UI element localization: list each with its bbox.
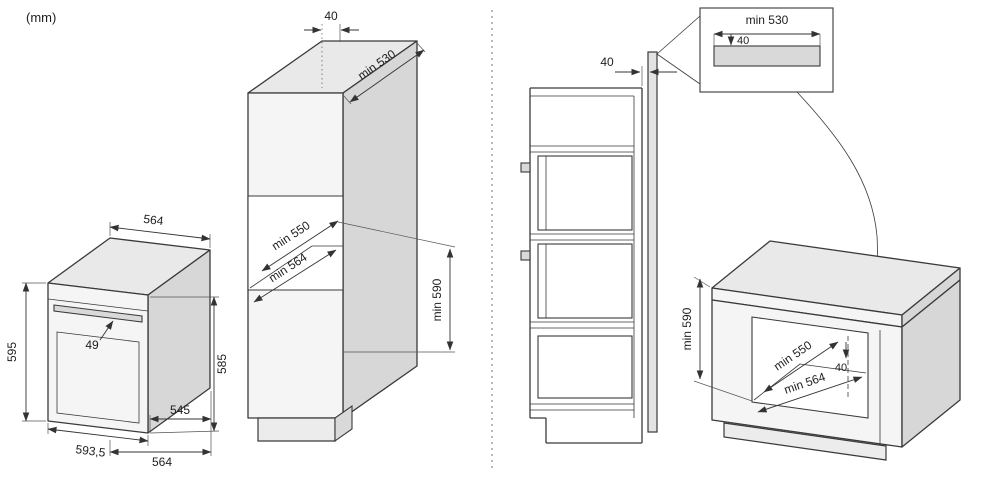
detail-rear-gap-label: 40	[737, 35, 749, 47]
oven-front-face	[47, 282, 149, 434]
oven-depth-total-label: 593,5	[75, 442, 107, 460]
oven-height-left-label: 595	[5, 342, 19, 362]
base-rear-gap-label: 40	[835, 362, 847, 374]
oven-width-top-label: 564	[143, 212, 165, 228]
cabinet-plinth	[257, 417, 336, 442]
cabinet-niche-height-label: min 590	[430, 278, 444, 321]
tall-cabinet-section: 40	[520, 51, 677, 444]
callout-leader-lines	[656, 15, 701, 85]
unit-label: (mm)	[26, 10, 56, 25]
section-lower-compartment	[537, 335, 633, 399]
oven-control-panel-line	[47, 298, 149, 312]
oven-depth-body-label: 545	[170, 403, 190, 417]
appliance-2-handle	[520, 250, 531, 261]
section-inner-panels	[530, 95, 635, 418]
appliance-1-handle	[520, 162, 531, 173]
base-right-face	[901, 279, 961, 448]
oven-height-right-label: 585	[215, 354, 229, 374]
base-cabinet-isometric: min 590 min 550 40 min 564	[680, 240, 961, 461]
detail-top-depth-label: min 530	[746, 13, 789, 27]
wall-section	[647, 51, 658, 433]
tall-cabinet-isometric: 40 min 530 min 550 min 564 min 590	[247, 9, 456, 443]
oven-door-inner-line	[56, 331, 140, 424]
oven-handle-gap-label: 49	[85, 338, 99, 352]
base-plinth	[723, 422, 887, 461]
base-niche-opening	[751, 316, 869, 419]
oven-handle	[53, 304, 143, 323]
oven-isometric: 564 595 585 49 545 593,5 564	[5, 212, 229, 469]
section-rear-gap-label: 40	[600, 55, 614, 69]
section-appliance-2	[537, 243, 633, 319]
section-appliance-1	[537, 155, 633, 231]
base-niche-height-label: min 590	[680, 307, 694, 350]
detail-worktop-bar	[713, 45, 821, 67]
cabinet-plinth-side	[334, 404, 353, 443]
cabinet-rear-gap-label: 40	[324, 9, 338, 23]
section-shelves	[530, 145, 634, 411]
cabinet-right-face	[342, 40, 418, 419]
detail-callout: min 530 40	[656, 7, 878, 349]
oven-width-bottom-label: 564	[152, 455, 172, 469]
